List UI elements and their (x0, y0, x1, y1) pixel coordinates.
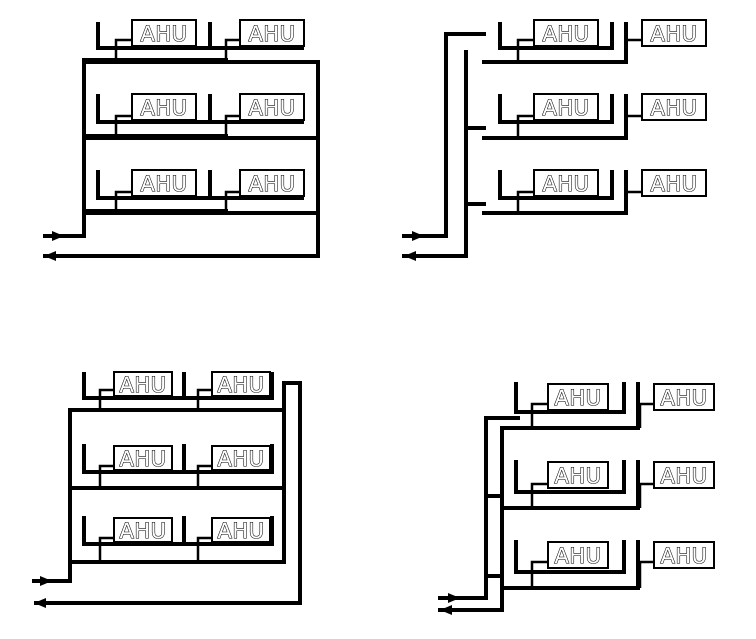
ahu-unit: AHU (547, 461, 609, 489)
ahu-unit: AHU (653, 461, 715, 489)
svg-text:AHU: AHU (217, 373, 264, 397)
svg-text:AHU: AHU (119, 519, 166, 543)
svg-text:AHU: AHU (140, 96, 187, 120)
svg-text:AHU: AHU (248, 22, 295, 46)
svg-text:AHU: AHU (542, 96, 589, 120)
svg-text:AHU: AHU (660, 544, 707, 568)
svg-text:AHU: AHU (140, 172, 187, 196)
supply-arrow-icon (40, 576, 52, 586)
ahu-unit: AHU (113, 517, 173, 544)
ahu-unit: AHU (211, 517, 271, 544)
ahu-unit: AHU (641, 19, 707, 47)
svg-text:AHU: AHU (554, 464, 601, 488)
ahu-unit: AHU (653, 541, 715, 569)
return-arrow-icon (34, 598, 46, 608)
ahu-unit: AHU (211, 371, 271, 398)
diagram-direct-return-bottom-left: AHU AHU AHU AHU AHU AHU (32, 371, 302, 608)
ahu-unit: AHU (131, 19, 197, 47)
ahu-unit: AHU (211, 445, 271, 472)
ahu-unit: AHU (653, 383, 715, 411)
ahu-unit: AHU (239, 93, 305, 121)
ahu-unit: AHU (113, 445, 173, 472)
ahu-unit: AHU (547, 541, 609, 569)
ahu-unit: AHU (641, 93, 707, 121)
ahu-unit: AHU (641, 169, 707, 197)
ahu-unit: AHU (533, 93, 599, 121)
svg-text:AHU: AHU (554, 544, 601, 568)
svg-text:AHU: AHU (650, 22, 697, 46)
svg-text:AHU: AHU (542, 172, 589, 196)
supply-arrow-icon (52, 231, 64, 241)
return-arrow-icon (44, 251, 56, 261)
svg-text:AHU: AHU (650, 172, 697, 196)
svg-text:AHU: AHU (119, 373, 166, 397)
svg-text:AHU: AHU (660, 386, 707, 410)
ahu-unit: AHU (131, 93, 197, 121)
return-arrow-icon (440, 605, 452, 615)
svg-text:AHU: AHU (217, 447, 264, 471)
svg-text:AHU: AHU (140, 22, 187, 46)
ahu-unit: AHU (533, 19, 599, 47)
svg-text:AHU: AHU (248, 96, 295, 120)
svg-text:AHU: AHU (650, 96, 697, 120)
supply-arrow-icon (448, 593, 460, 603)
ahu-unit: AHU (547, 383, 609, 411)
diagram-reverse-return-top-right: AHU AHU AHU AHU AHU AHU (402, 19, 707, 261)
supply-arrow-icon (412, 231, 424, 241)
svg-text:AHU: AHU (660, 464, 707, 488)
return-arrow-icon (404, 251, 416, 261)
ahu-unit: AHU (113, 371, 173, 398)
ahu-unit: AHU (131, 169, 197, 197)
diagram-reverse-return-bottom-right: AHU AHU AHU AHU AHU AHU (438, 382, 715, 615)
svg-text:AHU: AHU (248, 172, 295, 196)
diagram-direct-return-top-left: AHU AHU AHU AHU AHU AHU (43, 19, 320, 261)
ahu-unit: AHU (239, 169, 305, 197)
ahu-unit: AHU (533, 169, 599, 197)
svg-text:AHU: AHU (119, 447, 166, 471)
svg-text:AHU: AHU (542, 22, 589, 46)
svg-text:AHU: AHU (217, 519, 264, 543)
ahu-unit: AHU (239, 19, 305, 47)
svg-text:AHU: AHU (554, 386, 601, 410)
